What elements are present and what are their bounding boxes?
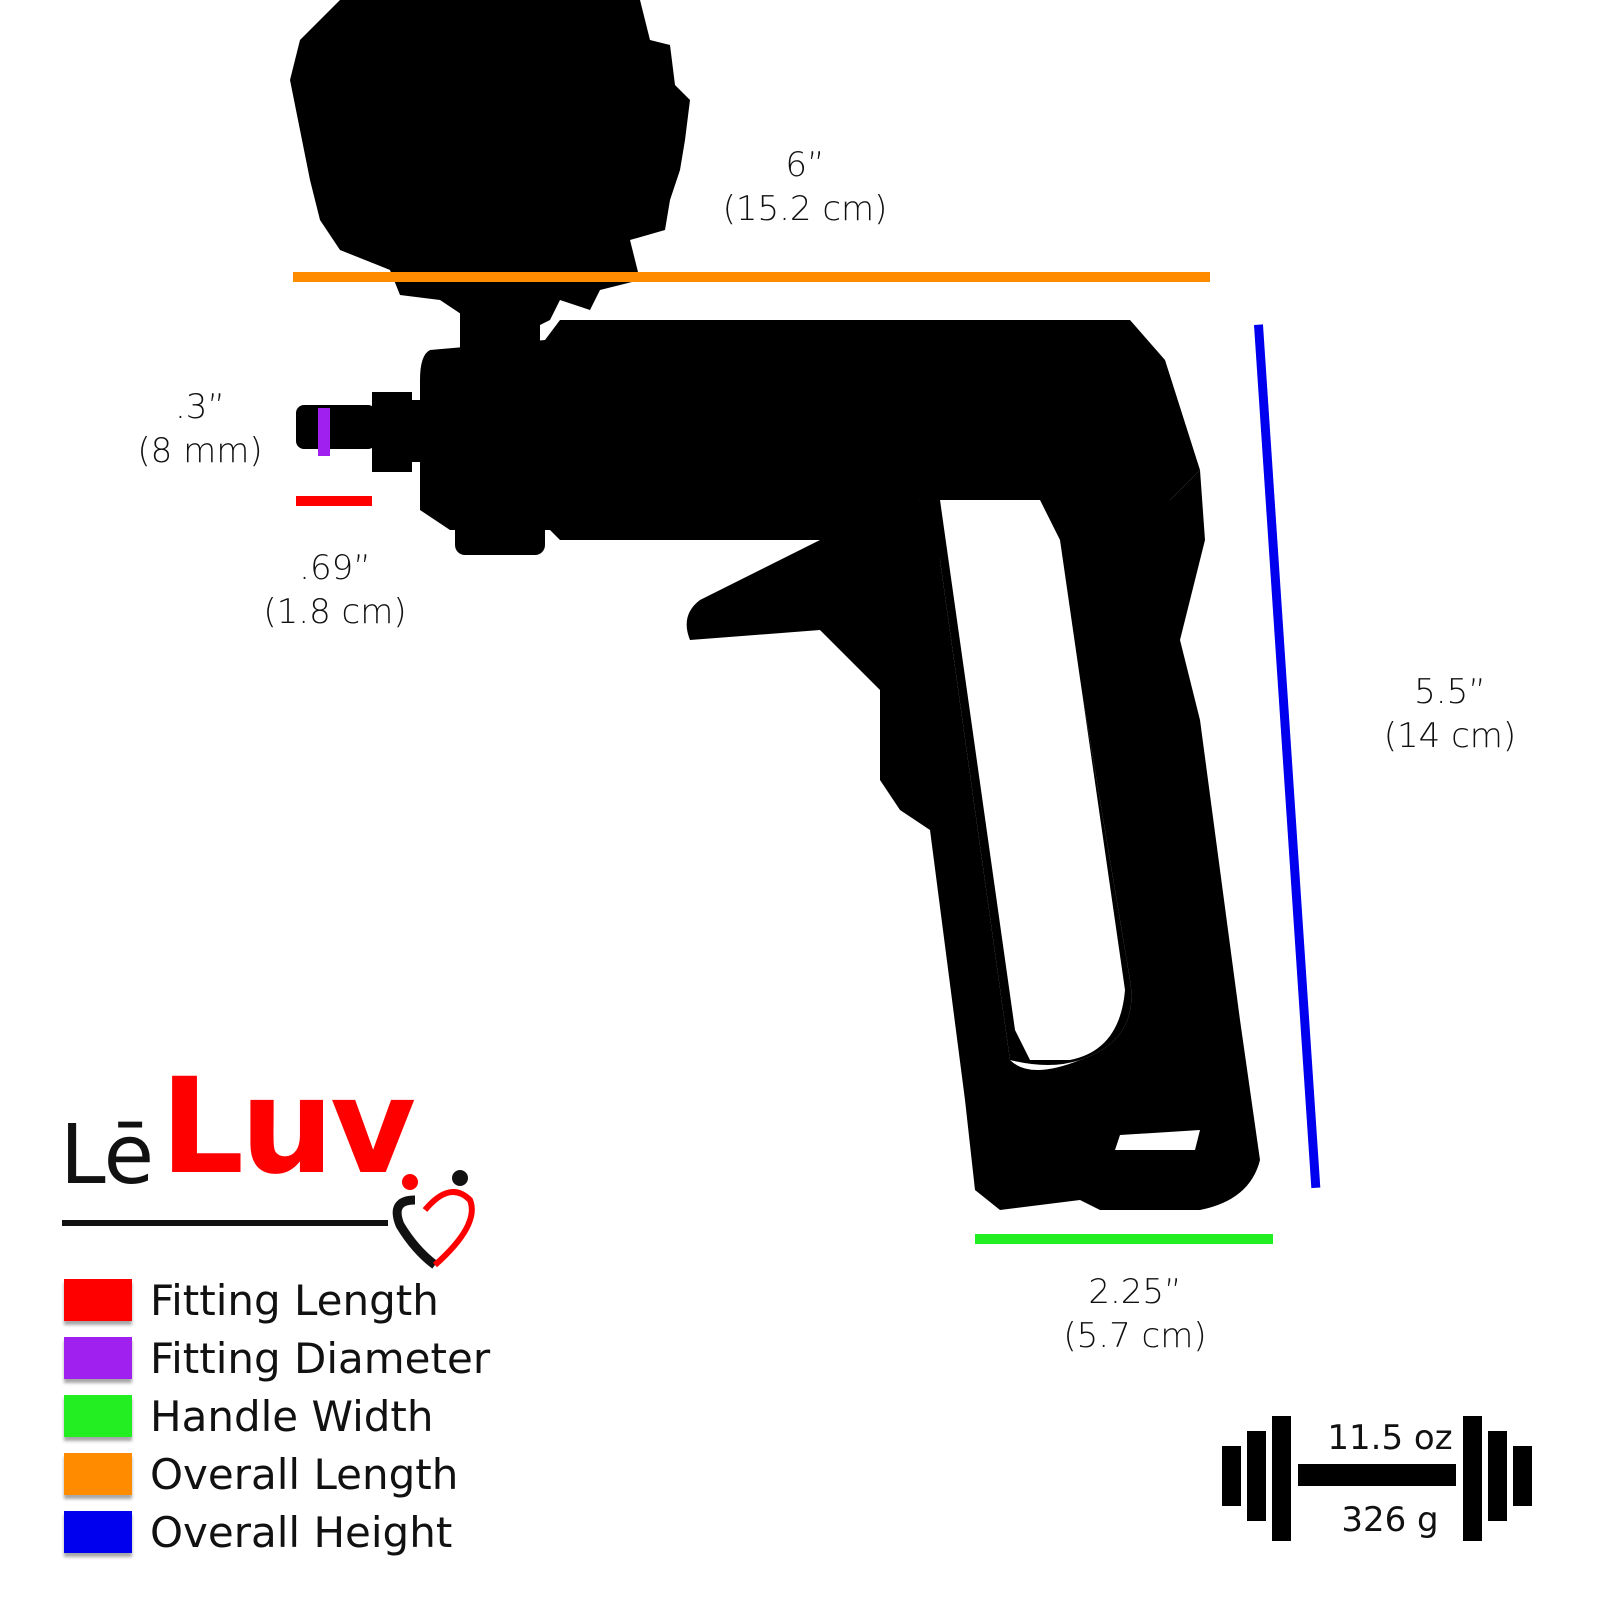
weight-imperial: 11.5 oz [1327, 1418, 1453, 1458]
legend-label: Fitting Length [150, 1275, 439, 1325]
fitting-diameter-imperial: .3” [174, 387, 226, 427]
swatch-green [64, 1395, 132, 1437]
legend-item-overall-height: Overall Height [64, 1507, 453, 1557]
fitting-diameter-label: .3” (8 mm) [120, 385, 280, 473]
overall-length-label: 6” (15.2 cm) [700, 143, 910, 231]
overall-height-label: 5.5” (14 cm) [1365, 670, 1535, 758]
handle-width-line [975, 1234, 1273, 1244]
overall-length-metric: (15.2 cm) [722, 189, 888, 229]
dumbbell-icon [1222, 1416, 1532, 1541]
legend-item-handle-width: Handle Width [64, 1391, 434, 1441]
fitting-length-metric: (1.8 cm) [263, 592, 407, 632]
handle-width-imperial: 2.25” [1088, 1272, 1182, 1312]
legend-label: Overall Length [150, 1449, 459, 1499]
fitting-diameter-line [318, 408, 330, 456]
swatch-purple [64, 1337, 132, 1379]
brand-prefix: Lē [60, 1108, 154, 1203]
legend-label: Overall Height [150, 1507, 453, 1557]
weight-metric: 326 g [1341, 1500, 1439, 1540]
swatch-red [64, 1279, 132, 1321]
fitting-length-imperial: .69” [299, 548, 371, 588]
legend-item-fitting-diameter: Fitting Diameter [64, 1333, 491, 1383]
heart-figures-icon [392, 1170, 475, 1269]
fitting-diameter-metric: (8 mm) [137, 431, 263, 471]
legend-item-fitting-length: Fitting Length [64, 1275, 439, 1325]
swatch-blue [64, 1511, 132, 1553]
legend-item-overall-length: Overall Length [64, 1449, 459, 1499]
overall-length-line [293, 272, 1210, 282]
fitting-length-line [296, 496, 372, 506]
brand-name: Luv [160, 1050, 416, 1204]
fitting-length-label: .69” (1.8 cm) [250, 546, 420, 634]
legend-label: Fitting Diameter [150, 1333, 491, 1383]
overall-length-imperial: 6” [785, 145, 825, 185]
overall-height-metric: (14 cm) [1383, 716, 1517, 756]
legend-label: Handle Width [150, 1391, 434, 1441]
swatch-orange [64, 1453, 132, 1495]
overall-height-imperial: 5.5” [1414, 672, 1486, 712]
brand-underline [62, 1220, 388, 1226]
handle-width-label: 2.25” (5.7 cm) [1050, 1270, 1220, 1358]
handle-width-metric: (5.7 cm) [1063, 1316, 1207, 1356]
